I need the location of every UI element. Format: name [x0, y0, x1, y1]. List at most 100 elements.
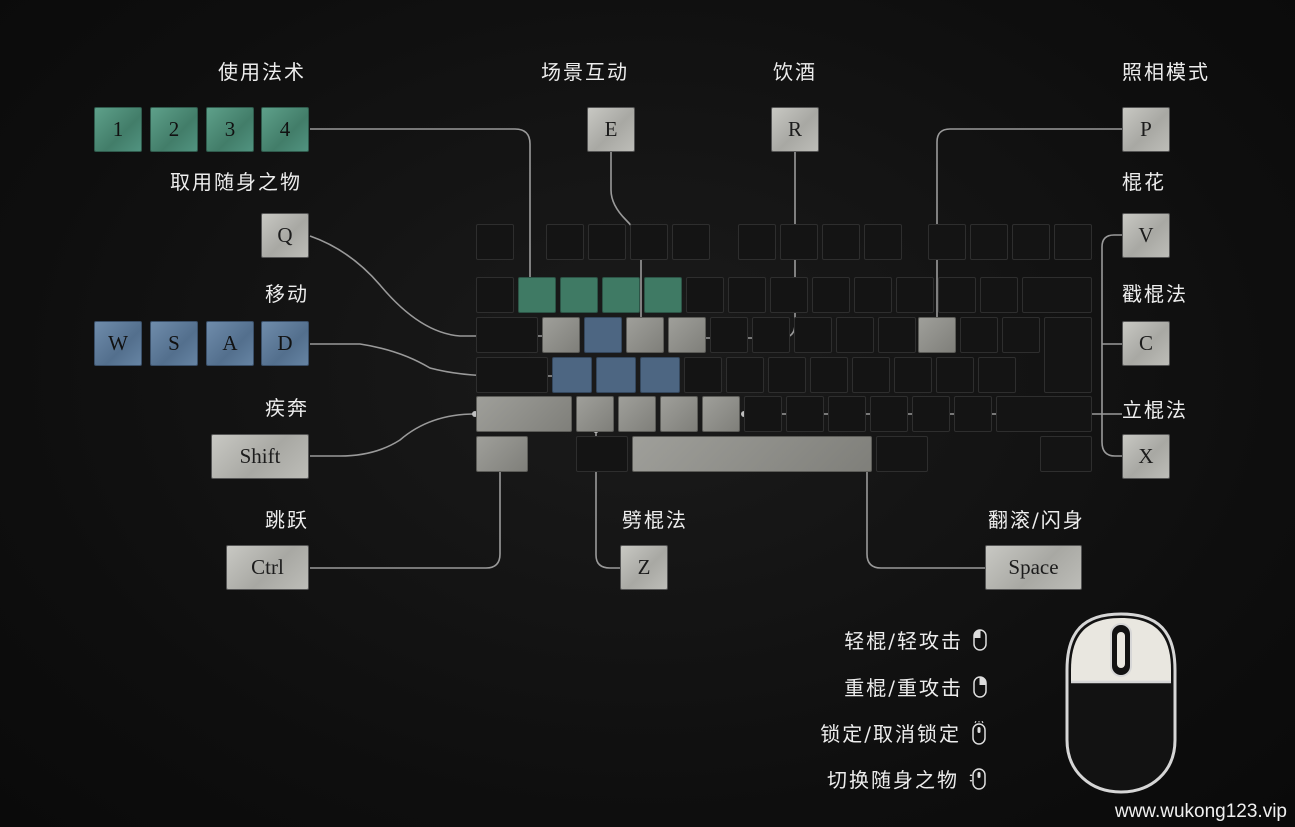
mini-key	[738, 224, 776, 260]
mini-key-ctrl	[476, 436, 528, 472]
mini-key	[744, 396, 782, 432]
mini-key-x	[618, 396, 656, 432]
mini-key	[812, 277, 850, 313]
label-pillar: 立棍法	[1122, 398, 1188, 422]
mini-key-3	[602, 277, 640, 313]
mini-key	[936, 357, 974, 393]
mouse-action-light: 轻棍/轻攻击	[844, 625, 987, 654]
key-a[interactable]: A	[206, 321, 254, 366]
mini-key	[1012, 224, 1050, 260]
label-thrust: 戳棍法	[1122, 282, 1188, 306]
key-w[interactable]: W	[94, 321, 142, 366]
label-jump: 跳跃	[265, 508, 309, 532]
mini-key	[836, 317, 874, 353]
key-z[interactable]: Z	[620, 545, 668, 590]
label-smash: 劈棍法	[622, 508, 688, 532]
key-d[interactable]: D	[261, 321, 309, 366]
mini-key	[996, 396, 1092, 432]
mini-key	[476, 317, 538, 353]
mini-key	[954, 396, 992, 432]
key-s[interactable]: S	[150, 321, 198, 366]
mini-key-4	[644, 277, 682, 313]
mini-key-d	[640, 357, 680, 393]
left-click-icon	[973, 628, 987, 651]
mouse-illustration	[1065, 612, 1177, 794]
key-c[interactable]: C	[1122, 321, 1170, 366]
mini-key-z	[576, 396, 614, 432]
mini-key	[876, 436, 928, 472]
mini-key-2	[560, 277, 598, 313]
mini-key-q	[542, 317, 580, 353]
mini-key	[476, 357, 548, 393]
mini-key	[768, 357, 806, 393]
mini-key	[864, 224, 902, 260]
key-r[interactable]: R	[771, 107, 819, 152]
mini-key	[726, 357, 764, 393]
key-q[interactable]: Q	[261, 213, 309, 258]
mouse-light-label: 轻棍/轻攻击	[844, 629, 963, 653]
key-4[interactable]: 4	[261, 107, 309, 152]
mini-key-1	[518, 277, 556, 313]
key-1[interactable]: 1	[94, 107, 142, 152]
mini-key	[1022, 277, 1092, 313]
key-space[interactable]: Space	[985, 545, 1082, 590]
key-x[interactable]: X	[1122, 434, 1170, 479]
mouse-switch-label: 切换随身之物	[827, 768, 959, 792]
mini-key	[1002, 317, 1040, 353]
mini-key	[710, 317, 748, 353]
mini-key-r	[668, 317, 706, 353]
mini-key	[854, 277, 892, 313]
mini-key	[576, 436, 628, 472]
mini-key	[588, 224, 626, 260]
key-e[interactable]: E	[587, 107, 635, 152]
key-3[interactable]: 3	[206, 107, 254, 152]
mini-key	[912, 396, 950, 432]
mini-key	[1054, 224, 1092, 260]
mouse-lock-label: 锁定/取消锁定	[820, 722, 961, 746]
key-ctrl[interactable]: Ctrl	[226, 545, 309, 590]
mini-key	[794, 317, 832, 353]
mini-key	[870, 396, 908, 432]
key-2[interactable]: 2	[150, 107, 198, 152]
mini-key	[546, 224, 584, 260]
mini-key	[894, 357, 932, 393]
mini-key	[822, 224, 860, 260]
mini-key	[852, 357, 890, 393]
key-p[interactable]: P	[1122, 107, 1170, 152]
label-move: 移动	[265, 282, 309, 306]
label-item: 取用随身之物	[170, 170, 302, 194]
mini-key	[938, 277, 976, 313]
mini-key-space	[632, 436, 872, 472]
mini-key	[1040, 436, 1092, 472]
mini-key	[896, 277, 934, 313]
label-drink: 饮酒	[773, 60, 817, 84]
middle-click-icon	[972, 720, 986, 745]
mini-key	[780, 224, 818, 260]
key-v[interactable]: V	[1122, 213, 1170, 258]
mini-key-e	[626, 317, 664, 353]
right-click-icon	[973, 675, 987, 698]
label-photo: 照相模式	[1122, 60, 1210, 84]
mini-key-s	[596, 357, 636, 393]
label-dodge: 翻滚/闪身	[988, 508, 1085, 532]
mini-key	[752, 317, 790, 353]
mini-key	[978, 357, 1016, 393]
mini-key-w	[584, 317, 622, 353]
mouse-action-switch: 切换随身之物	[827, 764, 987, 793]
watermark: www.wukong123.vip	[1114, 801, 1287, 822]
mini-key	[672, 224, 710, 260]
mouse-heavy-label: 重棍/重攻击	[844, 676, 963, 700]
mini-key	[828, 396, 866, 432]
mini-key	[960, 317, 998, 353]
scroll-wheel-icon	[969, 767, 986, 790]
label-sprint: 疾奔	[265, 396, 309, 420]
mini-key	[786, 396, 824, 432]
mini-key-enter	[1044, 317, 1092, 393]
mini-key-c	[660, 396, 698, 432]
key-shift[interactable]: Shift	[211, 434, 309, 479]
mini-key	[928, 224, 966, 260]
mini-key	[476, 224, 514, 260]
mini-key	[476, 277, 514, 313]
mini-key-p	[918, 317, 956, 353]
label-staff-flower: 棍花	[1122, 170, 1166, 194]
